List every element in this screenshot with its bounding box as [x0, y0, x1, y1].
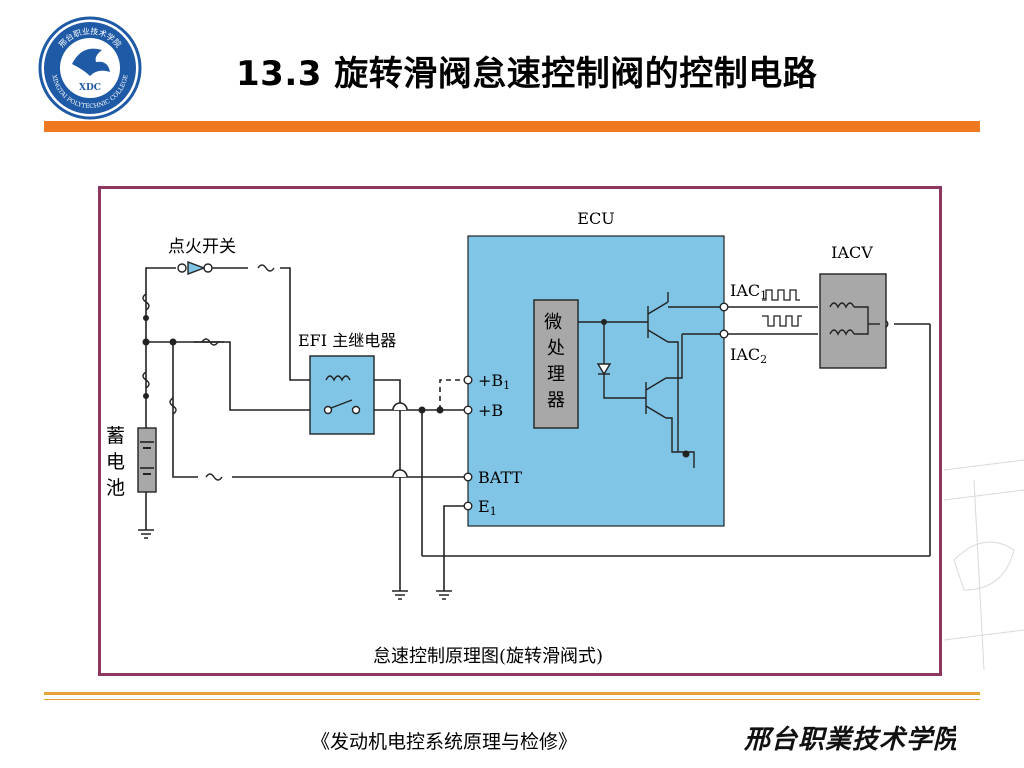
iacv-valve — [819, 273, 887, 369]
ecu-label: ECU — [577, 209, 614, 228]
battery-label-text: 蓄 — [106, 425, 125, 447]
terminal-e1: E1 — [478, 497, 497, 518]
ignition-switch — [177, 260, 213, 276]
terminal-iac1-text: IAC — [730, 281, 760, 300]
vertical-char: 器 — [547, 390, 565, 411]
terminal-e1-sub: 1 — [490, 505, 497, 518]
battery — [137, 427, 157, 493]
vertical-char: 电 — [106, 451, 125, 473]
terminal-plus-b1: +B1 — [478, 371, 510, 392]
microprocessor-label: 微 处理器 — [544, 312, 568, 411]
college-logo: 邢台职业技术学院 XINGTAI POLYTECHNIC COLLEGE XDC — [38, 16, 142, 120]
vertical-char: 理 — [547, 364, 565, 385]
terminal-iac2-sub: 2 — [760, 353, 767, 366]
efi-relay-label: EFI 主继电器 — [298, 331, 396, 350]
svg-text:邢台职業技术学院: 邢台职業技术学院 — [744, 725, 956, 755]
logo-monogram: XDC — [79, 83, 101, 93]
battery-label: 蓄 电池 — [106, 425, 131, 499]
footer-rule-top — [44, 692, 980, 695]
iacv-label: IACV — [831, 243, 873, 262]
title-accent-bar — [44, 121, 980, 132]
vertical-char: 池 — [106, 477, 125, 499]
bird-emblem-icon — [72, 48, 110, 76]
footer-rule-bottom — [44, 699, 980, 700]
footer-course-title: 《发动机电控系统原理与检修》 — [311, 731, 578, 753]
terminal-batt: BATT — [478, 468, 522, 487]
terminal-plus-b: +B — [478, 401, 503, 420]
vertical-char: 处 — [547, 338, 565, 359]
slide-title: 13.3 旋转滑阀怠速控制阀的控制电路 — [236, 54, 818, 94]
background-sketch — [944, 459, 1024, 671]
circuit-diagram: 点火开关 蓄 电池 EFI 主继电器 ECU 微 — [106, 209, 931, 667]
college-signature-logo: 邢台职業技术学院 — [744, 725, 956, 755]
pulse-waveform-icons — [762, 289, 802, 327]
terminal-iac1: IAC1 — [730, 281, 767, 302]
terminal-iac1-sub: 1 — [760, 289, 767, 302]
ignition-switch-label: 点火开关 — [168, 237, 236, 257]
ecu-block — [467, 235, 725, 527]
terminal-e1-text: E — [478, 497, 490, 516]
efi-main-relay — [309, 355, 375, 435]
terminal-plus-b1-text: +B — [478, 371, 503, 390]
ecu-driver-circuit — [578, 292, 720, 468]
terminal-iac2: IAC2 — [730, 345, 767, 366]
microprocessor-block — [533, 299, 579, 429]
diagram-caption: 怠速控制原理图(旋转滑阀式) — [373, 646, 603, 667]
microprocessor-label-text: 微 — [544, 312, 562, 333]
terminal-plus-b1-sub: 1 — [503, 379, 510, 392]
terminal-iac2-text: IAC — [730, 345, 760, 364]
